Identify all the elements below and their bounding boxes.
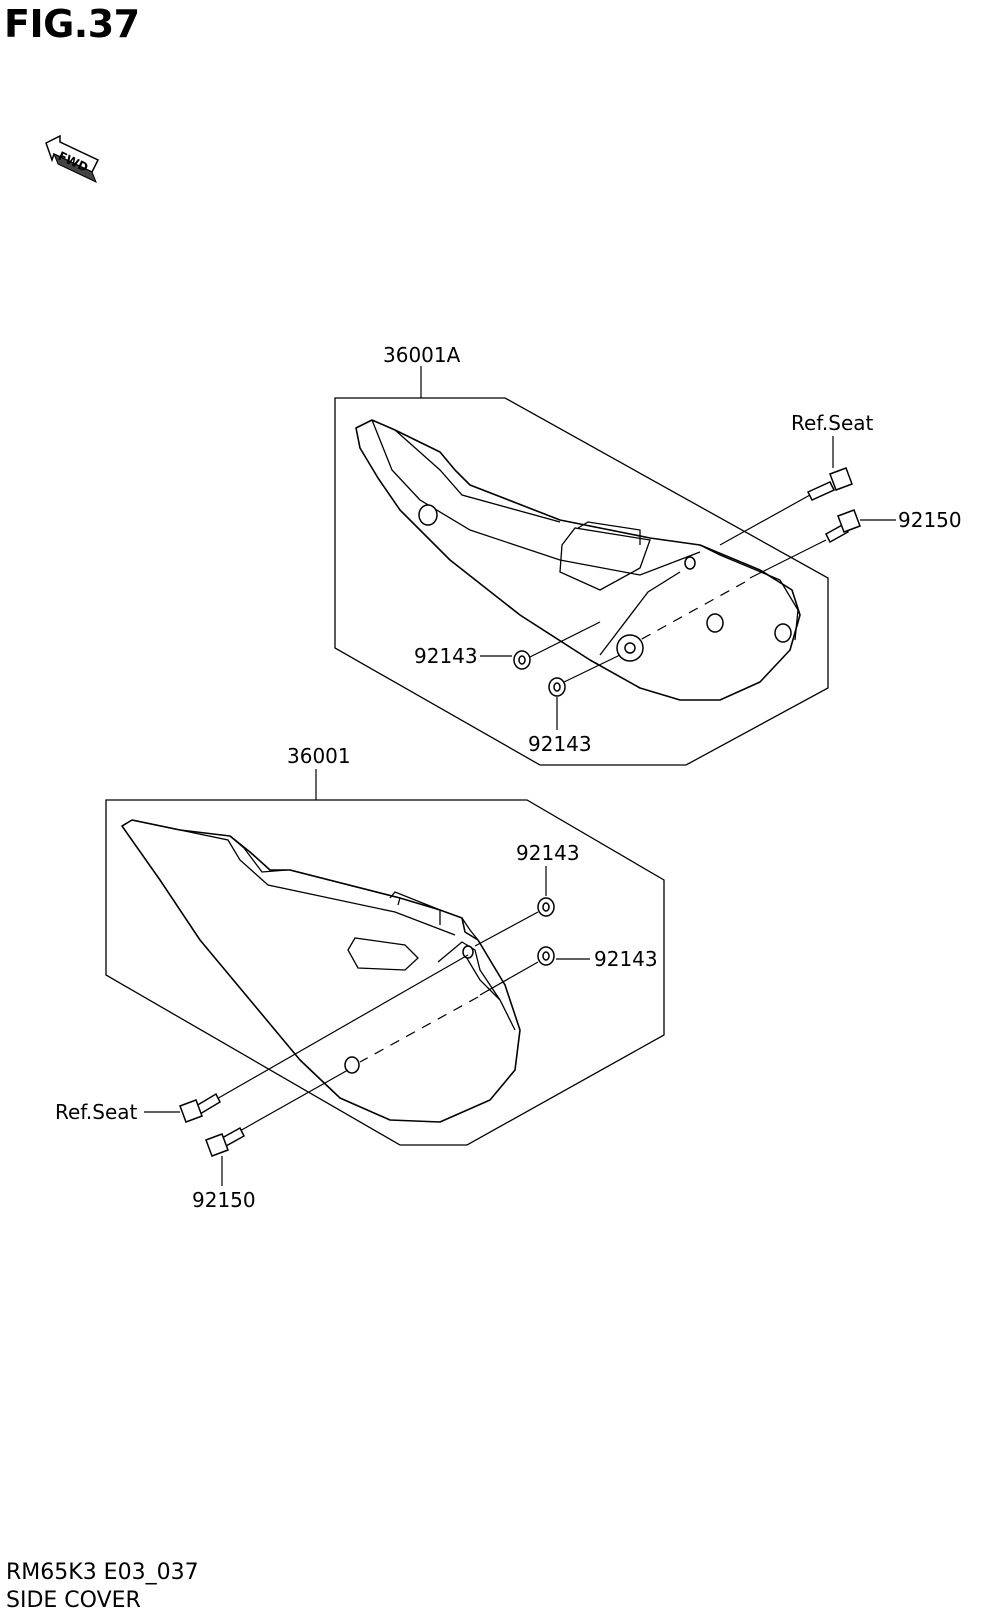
upper-side-cover <box>355 419 801 701</box>
upper-boundary <box>334 397 829 766</box>
label-36001A: 36001A <box>383 343 461 367</box>
lower-boundary <box>105 799 665 1146</box>
upper-grommet <box>418 504 438 526</box>
figure-title: FIG.37 <box>4 2 140 46</box>
upper-ref-seat-bolt-icon <box>806 467 853 501</box>
upper-bolt-92150-icon <box>825 509 861 544</box>
upper-side-cover-group: 36001A <box>334 343 962 766</box>
lower-side-cover <box>121 819 521 1123</box>
lower-cover-recess <box>347 937 419 971</box>
diagram-code: RM65K3 E03_037 <box>6 1560 199 1585</box>
label-lower-ref-seat: Ref.Seat <box>55 1100 138 1124</box>
label-36001: 36001 <box>287 744 351 768</box>
label-lower-92150: 92150 <box>192 1188 256 1212</box>
lower-ref-seat-bolt-icon <box>179 1092 221 1123</box>
label-upper-ref-seat: Ref.Seat <box>791 411 874 435</box>
label-upper-92150: 92150 <box>898 508 962 532</box>
lower-bolt-92150-icon <box>205 1126 245 1157</box>
label-upper-92143-bottom: 92143 <box>528 732 592 756</box>
label-lower-92143-top: 92143 <box>516 841 580 865</box>
upper-cover-recess <box>559 527 651 591</box>
label-lower-92143-right: 92143 <box>594 947 658 971</box>
lower-mount-hole <box>344 1056 360 1074</box>
lower-side-cover-group: 36001 92143 <box>55 744 665 1212</box>
label-upper-92143-left: 92143 <box>414 644 478 668</box>
diagram-name: SIDE COVER <box>6 1588 141 1613</box>
fwd-arrow-icon: FWD <box>45 134 100 183</box>
